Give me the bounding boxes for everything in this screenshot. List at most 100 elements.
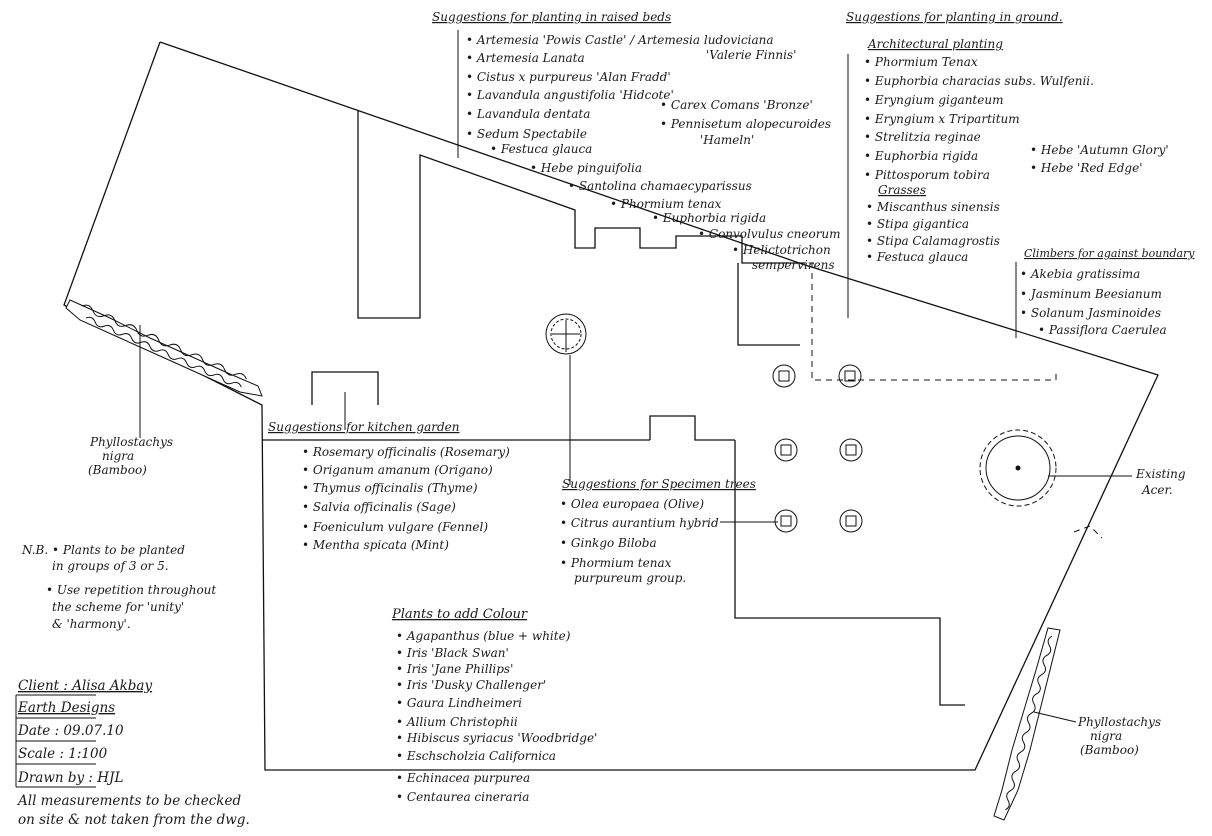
architectural-title: Architectural planting: [867, 37, 1003, 51]
grasses-item: • Stipa gigantica: [866, 217, 969, 231]
bamboo-right-line2: nigra: [1090, 729, 1122, 743]
raised-bed-item: • Euphorbia rigida: [652, 211, 766, 225]
climbers-item: • Akebia gratissima: [1020, 267, 1140, 281]
scale-label: Scale : 1:100: [18, 746, 108, 762]
raised-bed-item: • Artemesia Lanata: [466, 51, 585, 65]
bamboo-hedge-left: [65, 299, 263, 397]
in-ground-title: Suggestions for planting in ground.: [846, 10, 1063, 24]
client-label: Client : Alisa Akbay: [18, 678, 152, 694]
bamboo-right-line3: (Bamboo): [1080, 743, 1139, 757]
shrub-5: [774, 509, 798, 533]
raised-beds-text: Suggestions for planting in raised beds …: [432, 10, 841, 272]
existing-acer-tree-symbol: [979, 429, 1057, 507]
climbers-item: • Passiflora Caerulea: [1038, 323, 1167, 337]
colour-item: • Echinacea purpurea: [396, 771, 530, 785]
kitchen-title: Suggestions for kitchen garden: [268, 420, 459, 434]
architectural-item: • Phormium Tenax: [864, 55, 978, 69]
raised-bed-item: • Lavandula dentata: [466, 107, 590, 121]
colour-plants-text: Plants to add Colour • Agapanthus (blue …: [391, 607, 597, 804]
note-line4: the scheme for 'unity': [52, 600, 184, 614]
colour-item: • Iris 'Jane Phillips': [396, 662, 513, 676]
colour-item: • Centaurea cineraria: [396, 790, 529, 804]
planting-notes: N.B. • Plants to be planted in groups of…: [21, 543, 216, 631]
climbers-text: Climbers for against boundary • Akebia g…: [1020, 247, 1195, 337]
note-line2: in groups of 3 or 5.: [52, 559, 169, 573]
bamboo-right-label: Phyllostachys nigra (Bamboo): [1077, 715, 1161, 757]
grasses-item: • Miscanthus sinensis: [866, 200, 1000, 214]
grasses-title: Grasses: [878, 183, 926, 197]
disclaimer-line2: on site & not taken from the dwg.: [18, 812, 250, 828]
raised-bed-item: 'Hameln': [700, 133, 754, 147]
architectural-item: • Eryngium x Tripartitum: [864, 112, 1020, 126]
colour-item: • Allium Christophii: [396, 715, 518, 729]
architectural-item: • Hebe 'Red Edge': [1030, 161, 1143, 175]
date-label: Date : 09.07.10: [17, 723, 124, 739]
raised-bed-item: • Cistus x purpureus 'Alan Fradd': [466, 70, 671, 84]
shrub-6: [839, 509, 863, 533]
kitchen-item: • Foeniculum vulgare (Fennel): [302, 520, 488, 534]
bamboo-left-line1: Phyllostachys: [89, 435, 173, 449]
specimen-item: • Olea europaea (Olive): [560, 497, 704, 511]
kitchen-item: • Mentha spicata (Mint): [302, 538, 449, 552]
raised-bed-item: • Artemesia 'Powis Castle' / Artemesia l…: [466, 33, 774, 47]
colour-item: • Agapanthus (blue + white): [396, 629, 571, 643]
raised-bed-item: • Helictotrichon: [732, 243, 831, 257]
kitchen-item: • Rosemary officinalis (Rosemary): [302, 445, 510, 459]
disclaimer-line1: All measurements to be checked: [16, 793, 241, 809]
leader-lines: [139, 30, 1132, 723]
plot-boundary: [63, 41, 1159, 771]
dashed-boundary: [811, 262, 1103, 539]
note-line1: N.B. • Plants to be planted: [21, 543, 185, 557]
kitchen-garden-text: Suggestions for kitchen garden • Rosemar…: [268, 420, 510, 552]
bamboo-left-line3: (Bamboo): [88, 463, 147, 477]
kitchen-item: • Thymus officinalis (Thyme): [302, 481, 478, 495]
raised-bed-item: 'Valerie Finnis': [706, 48, 796, 62]
raised-bed-item: • Convolvulus cneorum: [698, 227, 841, 241]
climbers-title: Climbers for against boundary: [1024, 247, 1195, 260]
raised-bed-item: • Phormium tenax: [610, 197, 722, 211]
raised-bed-item: • Carex Comans 'Bronze': [660, 98, 813, 112]
architectural-item: • Strelitzia reginae: [864, 130, 981, 144]
bamboo-hedge-right: [993, 627, 1061, 821]
drawn-by-label: Drawn by : HJL: [17, 770, 123, 786]
note-line3: • Use repetition throughout: [46, 583, 216, 597]
existing-acer-line1: Existing: [1135, 467, 1186, 481]
specimen-item: purpureum group.: [574, 571, 686, 585]
colour-item: • Eschscholzia Californica: [396, 749, 556, 763]
raised-beds-title: Suggestions for planting in raised beds: [432, 10, 671, 24]
raised-bed-item: • Festuca glauca: [490, 142, 592, 156]
raised-bed-item: sempervirens: [752, 258, 835, 272]
in-ground-text: Suggestions for planting in ground. Arch…: [846, 10, 1169, 264]
specimen-item: • Ginkgo Biloba: [560, 536, 657, 550]
colour-title: Plants to add Colour: [391, 607, 528, 622]
architectural-item: • Euphorbia rigida: [864, 149, 978, 163]
colour-item: • Gaura Lindheimeri: [396, 696, 522, 710]
architectural-item: • Pittosporum tobira: [864, 168, 990, 182]
bamboo-right-line1: Phyllostachys: [1077, 715, 1161, 729]
kitchen-item: • Origanum amanum (Origano): [302, 463, 493, 477]
architectural-item: • Hebe 'Autumn Glory': [1030, 143, 1169, 157]
specimen-title: Suggestions for Specimen trees: [562, 477, 756, 491]
specimen-item: • Citrus aurantium hybrid: [560, 516, 719, 530]
house-layout-walls: [262, 110, 965, 706]
note-line5: & 'harmony'.: [52, 617, 131, 631]
title-block: Client : Alisa Akbay Earth Designs Date …: [15, 678, 250, 828]
specimen-item: • Phormium tenax: [560, 556, 672, 570]
specimen-trees-text: Suggestions for Specimen trees • Olea eu…: [560, 477, 756, 585]
specimen-tree-symbol: [545, 313, 587, 355]
climbers-item: • Solanum Jasminoides: [1020, 306, 1161, 320]
raised-bed-item: • Hebe pinguifolia: [530, 161, 642, 175]
bamboo-left-label: Phyllostachys nigra (Bamboo): [88, 435, 173, 477]
shrub-symbols: [772, 364, 863, 533]
colour-item: • Iris 'Black Swan': [396, 646, 509, 660]
existing-acer-label: Existing Acer.: [1135, 467, 1186, 497]
colour-item: • Iris 'Dusky Challenger': [396, 678, 546, 692]
kitchen-item: • Salvia officinalis (Sage): [302, 500, 456, 514]
shrub-2: [838, 364, 862, 388]
company-label: Earth Designs: [17, 700, 115, 716]
shrub-4: [839, 438, 863, 462]
architectural-item: • Eryngium giganteum: [864, 93, 1003, 107]
existing-acer-line2: Acer.: [1141, 483, 1173, 497]
bamboo-left-line2: nigra: [102, 449, 134, 463]
